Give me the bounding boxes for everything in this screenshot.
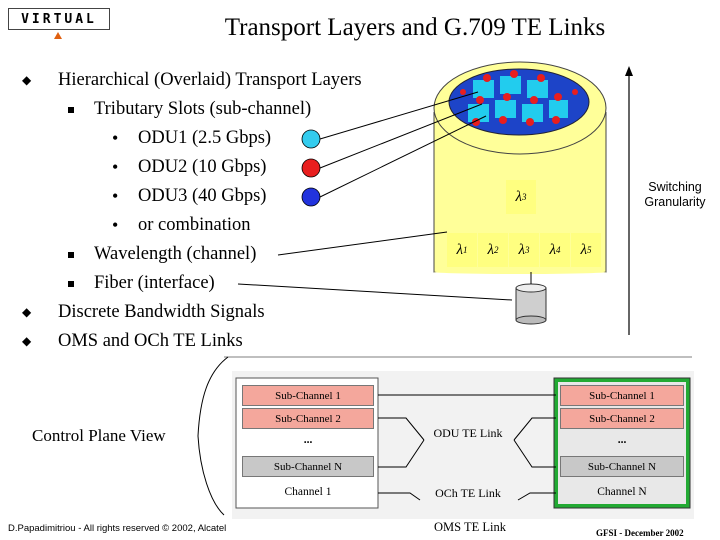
dot-bullet-icon: • <box>112 186 119 206</box>
bullet-text: Hierarchical (Overlaid) Transport Layers <box>58 70 362 90</box>
bullet-text: Tributary Slots (sub-channel) <box>94 99 312 119</box>
square-bullet-icon <box>68 280 74 287</box>
bullet-text: Wavelength (channel) <box>94 244 257 264</box>
cylinder-bottom-rim <box>434 270 606 274</box>
bullet-tributary-slots: Tributary Slots (sub-channel) <box>68 99 311 120</box>
logo-text: VIRTUAL <box>21 11 97 27</box>
left-sub-channel-1: Sub-Channel 1 <box>242 385 374 406</box>
right-dots: ... <box>617 434 627 446</box>
footer-copyright: D.Papadimitriou - All rights reserved © … <box>8 523 227 534</box>
lambda-symbol: λ <box>580 241 588 258</box>
cylinder-top-disc <box>448 68 590 136</box>
logo-triangle-icon <box>54 32 62 39</box>
odu2-circle <box>301 158 321 178</box>
bullet-text: ODU2 (10 Gbps) <box>138 157 267 177</box>
dot-bullet-icon: • <box>112 215 119 235</box>
bullet-odu3: • ODU3 (40 Gbps) <box>112 186 266 207</box>
bullet-odu1: • ODU1 (2.5 Gbps) <box>112 128 271 149</box>
odu-te-link-label: ODU TE Link <box>433 426 503 440</box>
bullet-combination: • or combination <box>112 215 251 236</box>
lambda-symbol: λ <box>518 241 526 258</box>
dot-bullet-icon: • <box>112 157 119 177</box>
bullet-hierarchical: ◆ Hierarchical (Overlaid) Transport Laye… <box>22 70 362 91</box>
bullet-text: Discrete Bandwidth Signals <box>58 302 265 322</box>
control-plane-view-label: Control Plane View <box>32 426 166 445</box>
lambda-index: 3 <box>522 192 527 202</box>
och-te-link-label: OCh TE Link <box>435 486 501 500</box>
dot-bullet-icon: • <box>112 128 119 148</box>
bullet-discrete-bandwidth: ◆ Discrete Bandwidth Signals <box>22 302 265 323</box>
odu3-circle <box>301 187 321 207</box>
lambda-index: 2 <box>494 245 499 255</box>
right-sub-channel-1: Sub-Channel 1 <box>560 385 684 406</box>
left-sub-channel-2: Sub-Channel 2 <box>242 408 374 429</box>
bullet-text: Fiber (interface) <box>94 273 215 293</box>
bracket-line <box>197 356 229 516</box>
square-bullet-icon <box>68 106 74 113</box>
switching-granularity-label: Switching Granularity <box>634 180 716 210</box>
right-channel-n: Channel N <box>597 486 647 498</box>
bullet-oms-och: ◆ OMS and OCh TE Links <box>22 331 243 352</box>
left-channel-1: Channel 1 <box>284 486 332 498</box>
cylinder-top <box>433 61 607 155</box>
diamond-bullet-icon: ◆ <box>22 334 32 348</box>
diamond-bullet-icon: ◆ <box>22 73 32 87</box>
bullet-odu2: • ODU2 (10 Gbps) <box>112 157 266 178</box>
odu1-circle <box>301 129 321 149</box>
bullet-text: ODU3 (40 Gbps) <box>138 186 267 206</box>
lambda-index: 5 <box>587 245 592 255</box>
lambda-symbol: λ <box>487 241 495 258</box>
bullet-text: ODU1 (2.5 Gbps) <box>138 128 272 148</box>
square-bullet-icon <box>68 251 74 258</box>
right-sub-channel-2: Sub-Channel 2 <box>560 408 684 429</box>
lambda-index: 4 <box>556 245 561 255</box>
left-dots: ... <box>303 434 313 446</box>
switching-label-line: Granularity <box>644 195 706 209</box>
lambda-symbol: λ <box>549 241 557 258</box>
slide-title: Transport Layers and G.709 TE Links <box>224 14 606 41</box>
bullet-wavelength: Wavelength (channel) <box>68 244 256 265</box>
lambda-index: 3 <box>525 245 530 255</box>
switching-label-line: Switching <box>648 180 702 194</box>
left-sub-channel-n: Sub-Channel N <box>242 456 374 477</box>
vircutel-logo: VIRTUAL <box>8 8 110 30</box>
lambda-symbol: λ <box>456 241 464 258</box>
bullet-text: or combination <box>138 215 251 235</box>
lambda-symbol: λ <box>515 188 523 205</box>
tributary-slot-pattern <box>460 70 578 126</box>
right-sub-channel-n: Sub-Channel N <box>560 456 684 477</box>
footer-date: GFSI - December 2002 <box>596 528 684 538</box>
diamond-bullet-icon: ◆ <box>22 305 32 319</box>
lambda-index: 1 <box>463 245 468 255</box>
bullet-fiber: Fiber (interface) <box>68 273 215 294</box>
fiber-cylinder <box>515 287 547 321</box>
bullet-text: OMS and OCh TE Links <box>58 331 243 351</box>
oms-te-link-label: OMS TE Link <box>434 520 506 534</box>
